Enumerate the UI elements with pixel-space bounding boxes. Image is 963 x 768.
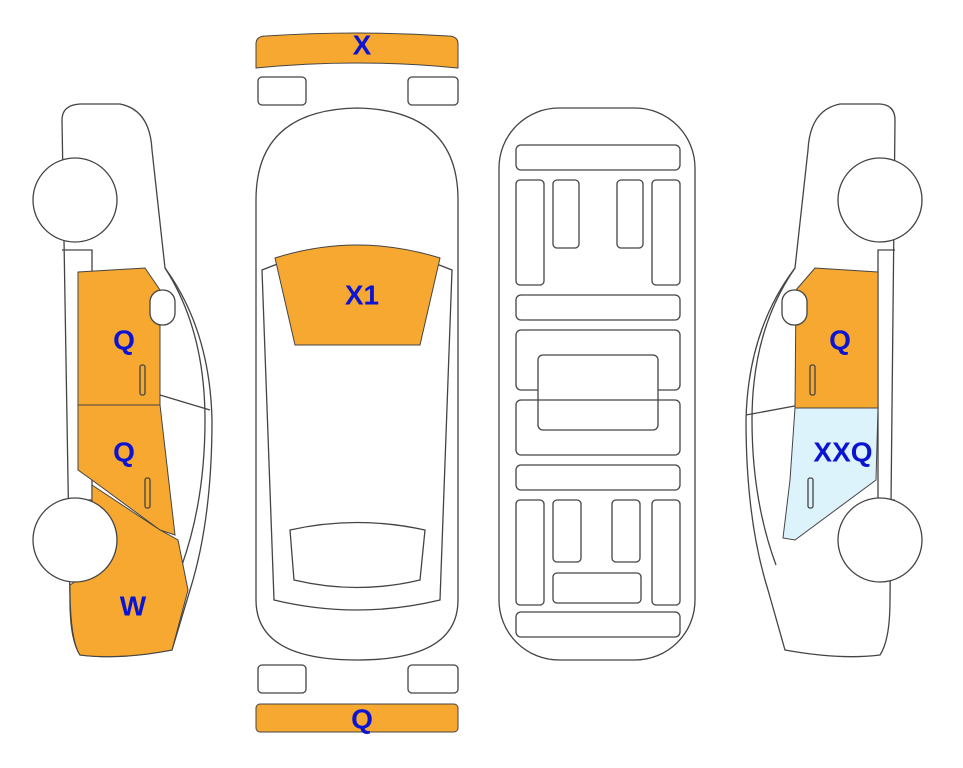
underbody-part (537, 354, 659, 431)
underbody-view (498, 107, 696, 661)
left-b-pillar (159, 394, 211, 411)
underbody-part (515, 144, 681, 171)
front-bumper-label: X (353, 30, 372, 61)
right-rear-wheel (837, 157, 923, 243)
right-front-wheel (837, 497, 923, 583)
left-side-view: Q Q W (32, 103, 213, 658)
left-rear-wheel (32, 157, 118, 243)
right-b-pillar (745, 404, 801, 416)
underbody-part (611, 499, 641, 563)
right-side-view: Q XXQ (745, 103, 923, 658)
left-front-door-label: Q (113, 437, 135, 468)
underbody-part (515, 611, 681, 638)
underbody-part (515, 499, 545, 606)
front-left-light (257, 76, 307, 106)
rear-window (289, 521, 426, 589)
underbody-part (515, 464, 681, 491)
left-window-frame (164, 267, 206, 566)
underbody-part (515, 294, 681, 321)
right-rear-door-panel[interactable] (794, 267, 879, 409)
left-front-door-handle-icon (144, 477, 151, 509)
underbody-part (616, 179, 644, 249)
right-rear-door-handle-icon (809, 364, 816, 396)
windshield-panel[interactable] (274, 244, 441, 346)
right-front-door-panel[interactable] (782, 407, 879, 541)
left-mirror (149, 289, 176, 326)
windshield-label: X1 (345, 280, 379, 311)
underbody-part (515, 179, 545, 286)
left-rear-door-handle-icon (139, 364, 146, 396)
underbody-part (515, 399, 681, 456)
rear-left-light (257, 664, 307, 694)
rear-right-light (407, 664, 459, 694)
rear-bumper-label: Q (351, 704, 373, 735)
right-rear-door-label: Q (829, 325, 851, 356)
underbody-part (651, 499, 681, 606)
top-body-outline (255, 107, 459, 661)
right-front-door-handle-icon (807, 477, 814, 509)
underbody-part (552, 572, 642, 604)
left-rear-door-label: Q (113, 325, 135, 356)
front-right-light (407, 76, 459, 106)
rear-bumper-panel[interactable] (255, 703, 459, 733)
top-view: X X1 Q (255, 30, 459, 735)
left-front-fender-label: W (120, 591, 147, 622)
underbody-part (552, 179, 580, 249)
front-bumper-panel[interactable] (255, 32, 459, 69)
right-mirror (781, 289, 808, 326)
left-front-wheel (32, 497, 118, 583)
underbody-part (552, 499, 582, 563)
underbody-part (651, 179, 681, 286)
right-front-door-label: XXQ (813, 437, 872, 468)
right-window-frame (751, 267, 796, 566)
